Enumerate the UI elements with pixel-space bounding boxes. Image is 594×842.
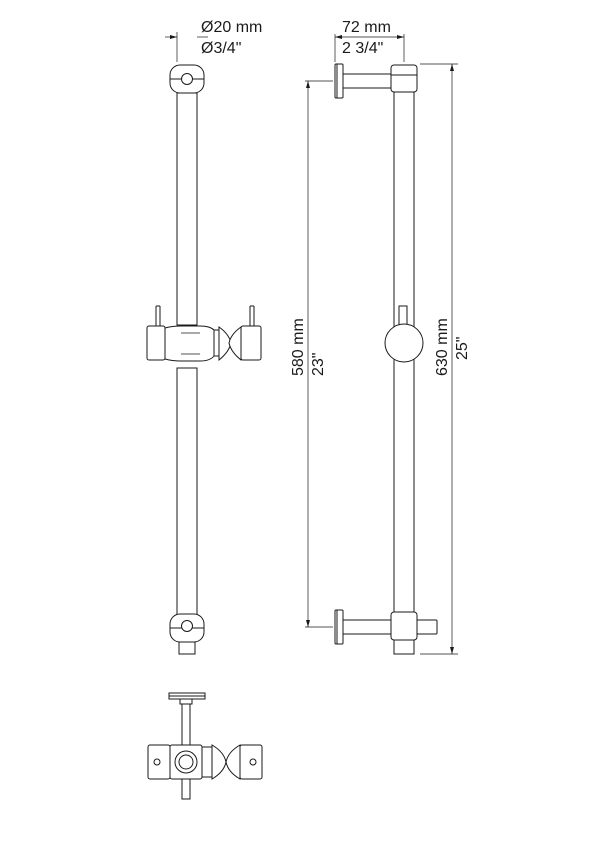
diameter-dimension [165,32,208,62]
slider-front [146,305,262,362]
wall-offset-dimension [334,34,405,62]
wall-offset-metric-label: 72 mm [342,19,391,36]
overall-length-metric-label: 630 mm [434,318,451,376]
wall-offset-imperial-label: 2 3/4" [342,40,383,57]
bar-diameter-imperial-label: Ø3/4" [201,40,241,57]
side-view: 72 mm 2 3/4" 580 mm 23" 630 mm 25" [290,19,471,655]
top-wall-bracket-side [334,63,418,99]
slide-bar-lower [176,367,198,616]
bar-diameter-metric-label: Ø20 mm [201,19,262,36]
slide-bar-upper [176,92,198,326]
bottom-wall-bracket-side [334,609,438,655]
front-view: Ø20 mm Ø3/4" [146,19,262,655]
bracket-spacing-dimension [305,80,333,628]
slider-side [384,305,424,363]
bracket-spacing-imperial-label: 23" [310,353,327,376]
overall-length-imperial-label: 25" [454,337,471,360]
top-view-slider [147,692,263,800]
overall-length-dimension [420,63,458,655]
top-mount-front [169,64,205,94]
bracket-spacing-metric-label: 580 mm [290,318,307,376]
bottom-mount-front [169,613,205,655]
